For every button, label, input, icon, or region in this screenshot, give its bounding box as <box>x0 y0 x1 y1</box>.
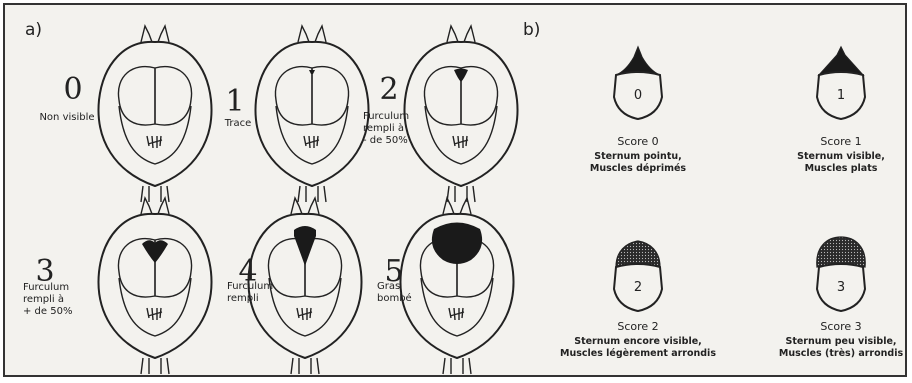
sternum-score-title: Score 3 <box>820 320 861 333</box>
caption-line: - de 50% <box>363 135 408 146</box>
sternum-score-title: Score 1 <box>820 135 861 148</box>
furculum-fat-deposit <box>432 223 482 265</box>
furculum-fat-deposit <box>309 70 315 74</box>
fat-score-number: 1 <box>225 84 244 119</box>
caption-line: bombé <box>377 292 412 304</box>
sternum-cross-section: 3 <box>817 237 865 311</box>
caption-line: rempli à <box>363 122 404 134</box>
description-line: Muscles (très) arrondis <box>779 348 904 359</box>
fat-score-caption: Furculumrempli <box>227 281 273 304</box>
panel-a-label: a) <box>25 20 42 40</box>
sternum-score-number: 3 <box>837 280 845 295</box>
head-outline <box>298 26 326 42</box>
head-outline <box>141 26 169 42</box>
legs-sketch <box>453 136 468 148</box>
description-line: Muscles déprimés <box>590 163 686 174</box>
caption-line: Trace <box>224 118 252 129</box>
caption-line: rempli à <box>23 293 64 305</box>
legs-sketch <box>147 308 162 320</box>
sternum-cross-section: 0 <box>614 47 662 119</box>
sternum-score-title: Score 0 <box>617 135 658 148</box>
furculum-fat-deposit <box>454 69 468 83</box>
head-outline <box>447 26 475 42</box>
legs-sketch <box>297 308 312 320</box>
tail-outline <box>291 358 319 374</box>
tail-outline <box>141 358 169 374</box>
legs-sketch <box>449 308 464 320</box>
caption-line: Furculum <box>227 281 273 292</box>
caption-line: Furculum <box>363 111 409 122</box>
bird-fat-score-1: 1Trace <box>224 26 369 202</box>
panel-b-label: b) <box>523 20 540 40</box>
breast-muscle-profile <box>819 47 863 75</box>
bird-silhouette <box>98 198 211 374</box>
breast-muscle-profile <box>817 237 865 267</box>
fat-score-caption: Trace <box>224 118 252 129</box>
sternum-score-number: 1 <box>837 88 845 103</box>
bird-silhouette <box>400 198 513 374</box>
bird-silhouette <box>404 26 517 202</box>
sternum-score-description: Sternum peu visible,Muscles (très) arron… <box>779 336 904 359</box>
description-line: Muscles légèrement arrondis <box>560 348 716 359</box>
sternum-score-number: 2 <box>634 280 642 295</box>
description-line: Sternum pointu, <box>594 151 682 162</box>
breast-muscle-profile <box>616 47 660 75</box>
sternum-score-description: Sternum pointu,Muscles déprimés <box>590 151 686 174</box>
tail-outline <box>443 358 471 374</box>
sternum-score-title: Score 2 <box>617 320 658 333</box>
description-line: Sternum encore visible, <box>574 336 702 347</box>
bird-fat-score-4: 4Furculumrempli <box>227 198 362 374</box>
caption-line: Furculum <box>23 282 69 293</box>
sternum-score-description: Sternum visible,Muscles plats <box>797 151 885 174</box>
legs-sketch <box>147 136 162 148</box>
sternum-score-description: Sternum encore visible,Muscles légèremen… <box>560 336 716 359</box>
description-line: Sternum peu visible, <box>785 336 896 347</box>
caption-line: rempli <box>227 293 259 304</box>
furculum-fat-deposit <box>142 240 168 263</box>
head-outline <box>141 198 169 214</box>
tail-outline <box>447 186 475 202</box>
bird-silhouette <box>255 26 368 202</box>
caption-line: Non visible <box>39 112 94 123</box>
description-line: Muscles plats <box>805 163 878 174</box>
fat-score-number: 2 <box>379 72 398 107</box>
description-line: Sternum visible, <box>797 151 885 162</box>
bird-silhouette <box>98 26 211 202</box>
legs-sketch <box>304 136 319 148</box>
sternum-cross-section: 1 <box>817 47 865 119</box>
furculum-fat-deposit <box>294 226 316 266</box>
caption-line: Gras <box>377 281 400 292</box>
tail-outline <box>298 186 326 202</box>
fat-score-caption: Non visible <box>39 112 94 123</box>
fat-score-number: 0 <box>63 72 82 107</box>
sternum-score-number: 0 <box>634 88 642 103</box>
head-outline <box>291 198 319 214</box>
caption-line: + de 50% <box>23 306 72 317</box>
sternum-cross-section: 2 <box>614 241 662 311</box>
